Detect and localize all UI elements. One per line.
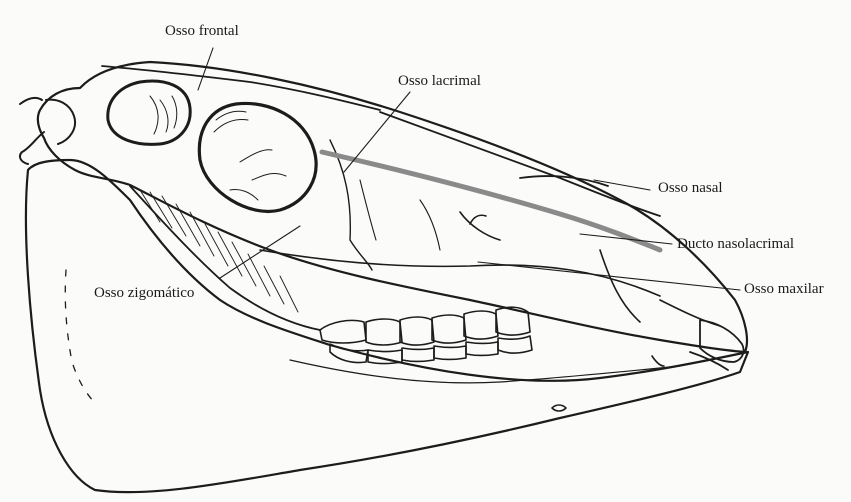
label-lacrimal: Osso lacrimal (398, 73, 481, 89)
mandible-detail (65, 270, 96, 404)
mandible-foramen (552, 405, 566, 411)
label-frontal: Osso frontal (165, 23, 239, 39)
orbit-rear (108, 81, 190, 144)
nasolacrimal-duct (322, 152, 660, 250)
cranium (38, 62, 747, 352)
leader-frontal (198, 48, 213, 90)
label-zygomatic: Osso zigomático (94, 285, 194, 301)
mandible (26, 160, 748, 492)
leader-maxilla (478, 262, 740, 290)
occipital-region (20, 98, 75, 164)
maxilla-suture (360, 180, 440, 250)
label-nasolacrimal: Ducto nasolacrimal (677, 236, 794, 252)
lower-teeth (330, 336, 532, 364)
orbit-main-shading (214, 111, 286, 200)
label-nasal: Osso nasal (658, 180, 723, 196)
label-maxilla: Osso maxilar (744, 281, 824, 297)
canine-tooth (652, 356, 664, 366)
mandible-ridge (290, 360, 680, 383)
orbit-rear-shading (150, 96, 177, 134)
